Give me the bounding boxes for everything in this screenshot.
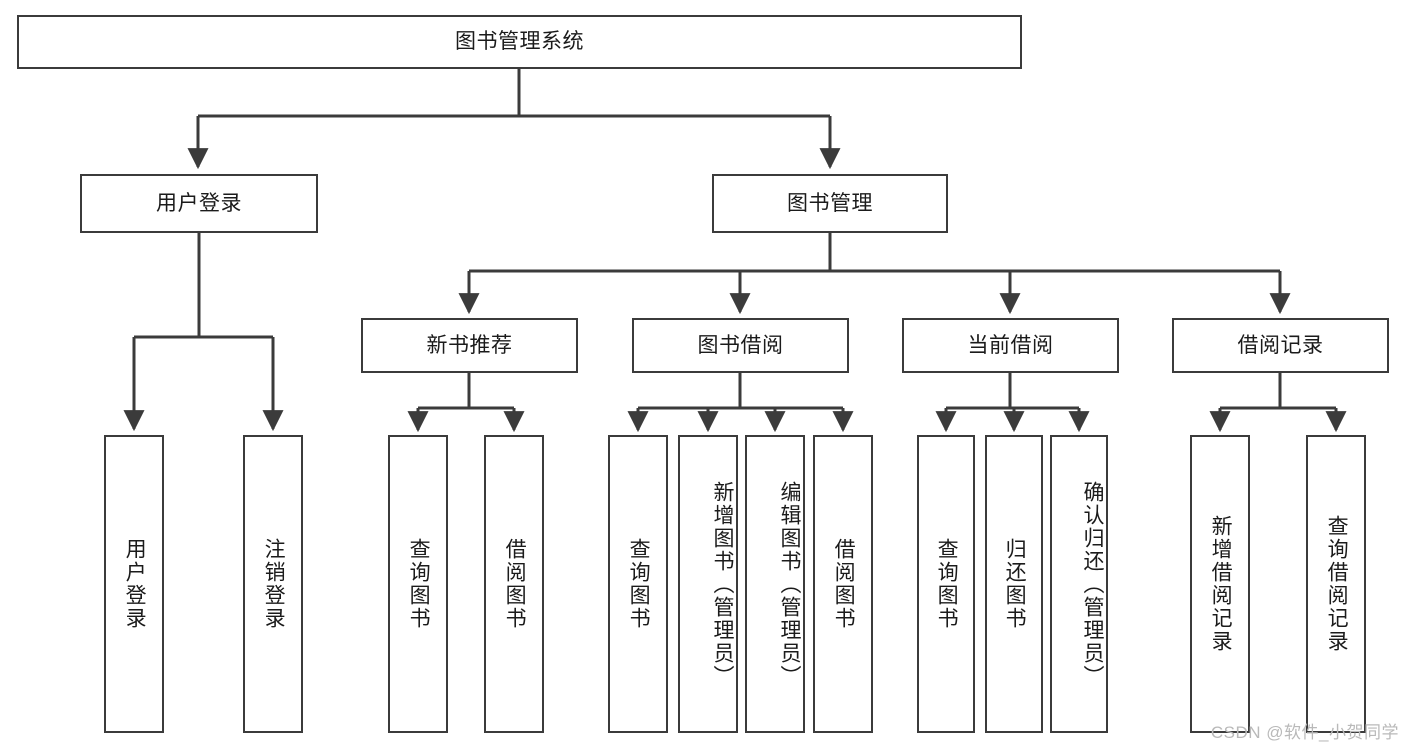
node-leaf-return-book: 归还图书 — [985, 435, 1043, 733]
node-label: 注销登录 — [262, 538, 286, 630]
node-leaf-query-book-recommend: 查询图书 — [388, 435, 448, 733]
node-book-borrow: 图书借阅 — [632, 318, 849, 373]
node-book-management: 图书管理 — [712, 174, 948, 233]
node-new-book-recommend: 新书推荐 — [361, 318, 578, 373]
node-leaf-borrow-book-recommend: 借阅图书 — [484, 435, 544, 733]
node-leaf-logout: 注销登录 — [243, 435, 303, 733]
node-label: 借阅记录 — [1237, 333, 1324, 357]
node-label: 新书推荐 — [426, 333, 513, 357]
node-label: 查询图书 — [407, 538, 431, 630]
node-borrow-record: 借阅记录 — [1172, 318, 1389, 373]
node-current-borrow: 当前借阅 — [902, 318, 1119, 373]
node-leaf-add-borrow-record: 新增借阅记录 — [1190, 435, 1250, 733]
node-leaf-edit-book-admin: 编辑图书（管理员） — [745, 435, 805, 733]
node-label: 新增图书（管理员） — [711, 480, 734, 688]
node-label: 用户登录 — [123, 538, 147, 630]
node-user-login: 用户登录 — [80, 174, 318, 233]
node-leaf-query-book-current: 查询图书 — [917, 435, 975, 733]
node-label: 确认归还（管理员） — [1081, 480, 1104, 688]
node-label: 图书借阅 — [697, 333, 784, 357]
watermark: CSDN @软件_小贺同学 — [1210, 723, 1399, 742]
node-root: 图书管理系统 — [17, 15, 1022, 69]
node-label: 查询图书 — [627, 538, 651, 630]
node-label: 新增借阅记录 — [1209, 515, 1233, 653]
node-label: 图书管理系统 — [455, 30, 584, 54]
node-label: 借阅图书 — [832, 538, 856, 630]
node-leaf-add-book-admin: 新增图书（管理员） — [678, 435, 738, 733]
node-label: 编辑图书（管理员） — [778, 480, 801, 688]
node-leaf-borrow-book: 借阅图书 — [813, 435, 873, 733]
node-leaf-query-borrow-record: 查询借阅记录 — [1306, 435, 1366, 733]
node-leaf-user-login: 用户登录 — [104, 435, 164, 733]
node-label: 查询借阅记录 — [1325, 515, 1349, 653]
node-label: 归还图书 — [1003, 538, 1027, 630]
node-label: 图书管理 — [787, 191, 873, 215]
node-label: 借阅图书 — [503, 538, 527, 630]
node-label: 当前借阅 — [967, 333, 1054, 357]
node-label: 用户登录 — [156, 191, 242, 215]
node-label: 查询图书 — [935, 538, 959, 630]
node-leaf-query-book: 查询图书 — [608, 435, 668, 733]
node-leaf-confirm-return-admin: 确认归还（管理员） — [1050, 435, 1108, 733]
